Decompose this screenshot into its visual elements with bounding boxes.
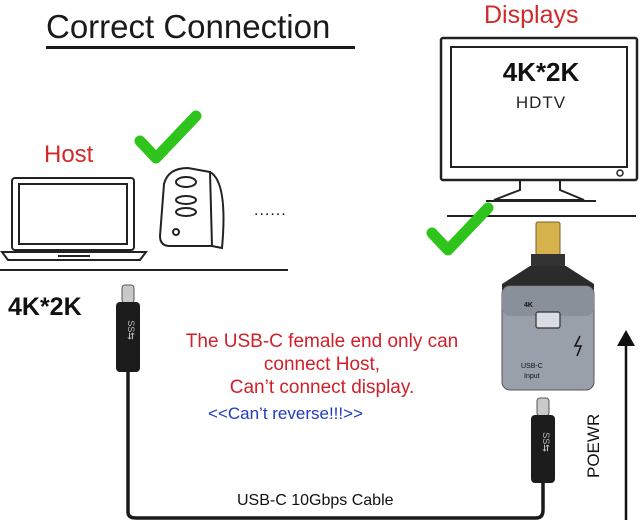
host-label: Host (44, 141, 94, 168)
check-icon-host (134, 110, 202, 164)
adapter-icon (501, 221, 595, 391)
monitor-resolution: 4K*2K (502, 57, 580, 87)
arrow-up-icon (617, 330, 635, 520)
title-underline (46, 46, 355, 49)
desktop-tower-icon (158, 166, 225, 250)
warning-line-2: connect Host, (263, 354, 381, 375)
monitor-subtitle: HDTV (515, 93, 567, 112)
check-icon-display (426, 202, 494, 256)
power-label: POEWR (584, 413, 603, 478)
adapter-top-label: 4K (524, 302, 533, 309)
displays-label: Displays (484, 1, 579, 29)
warning-line-3: Can’t connect display. (229, 377, 415, 398)
adapter-bottom-label-2: Input (524, 373, 540, 380)
svg-text:SS⇆: SS⇆ (126, 320, 136, 340)
svg-text:SS⇆: SS⇆ (541, 432, 551, 452)
laptop-icon (0, 177, 148, 261)
page-title: Correct Connection (46, 8, 331, 45)
more-devices-dots: ...... (254, 202, 287, 219)
usb-c-plug-icon-left: SS⇆ (116, 284, 140, 372)
usb-c-plug-icon-right: SS⇆ (531, 397, 555, 483)
reverse-note: <<Can’t reverse!!!>> (208, 404, 363, 423)
usb-c-cable (126, 372, 545, 520)
cable-resolution-label: 4K*2K (8, 293, 82, 321)
cable-label: USB-C 10Gbps Cable (237, 492, 394, 509)
adapter-bottom-label-1: USB-C (521, 363, 543, 370)
warning-line-1: The USB-C female end only can (185, 331, 459, 352)
